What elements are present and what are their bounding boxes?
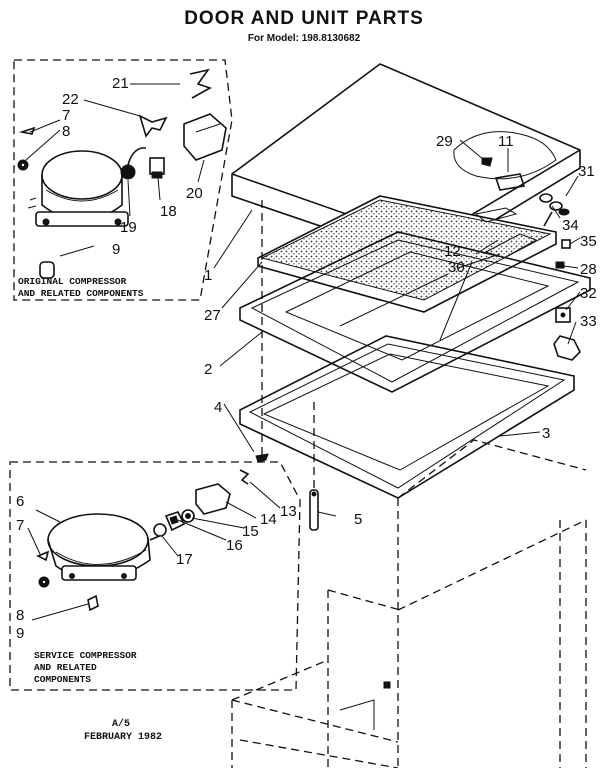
hinge-hardware-parts-31-34-35 bbox=[539, 193, 571, 269]
service-compressor-part-6 bbox=[47, 513, 165, 581]
callout-21: 21 bbox=[112, 75, 129, 92]
service-grommet-part-8 bbox=[38, 576, 50, 588]
callout-7-service: 7 bbox=[16, 517, 25, 534]
callout-30: 30 bbox=[448, 259, 465, 276]
service-compressor-caption-line-1: SERVICE COMPRESSOR bbox=[34, 650, 137, 661]
callout-13: 13 bbox=[280, 503, 297, 520]
callout-11: 11 bbox=[498, 133, 514, 150]
callout-14: 14 bbox=[260, 511, 277, 528]
relay-part-16 bbox=[164, 511, 186, 532]
callout-8-original: 8 bbox=[62, 123, 71, 140]
relay-part-19 bbox=[120, 147, 146, 180]
callout-18: 18 bbox=[160, 203, 177, 220]
original-compressor-box bbox=[13, 59, 233, 301]
service-clip-part-7 bbox=[36, 550, 50, 562]
callout-8-service: 8 bbox=[16, 607, 25, 624]
footer-date: FEBRUARY 1982 bbox=[84, 732, 163, 743]
callout-4: 4 bbox=[214, 399, 223, 416]
wire-part-21 bbox=[189, 68, 212, 99]
callout-29: 29 bbox=[436, 133, 453, 150]
sleeve-part-9-original bbox=[39, 261, 55, 279]
hinge-cover-part-29 bbox=[453, 131, 557, 191]
leader-lines bbox=[25, 83, 581, 621]
footer-page-code: A/5 bbox=[112, 719, 131, 730]
callout-28: 28 bbox=[580, 261, 597, 278]
callout-27: 27 bbox=[204, 307, 221, 324]
service-compressor-caption-line-3: COMPONENTS bbox=[34, 674, 92, 685]
service-compressor-caption-line-2: AND RELATED bbox=[34, 662, 97, 673]
service-sleeve-part-9 bbox=[87, 594, 99, 612]
callout-20: 20 bbox=[186, 185, 203, 202]
callout-1: 1 bbox=[204, 267, 213, 284]
hinge-part-5 bbox=[309, 400, 319, 531]
cover-part-14 bbox=[195, 483, 231, 515]
clip-part-13 bbox=[239, 469, 250, 485]
overload-part-18 bbox=[149, 157, 165, 179]
callout-12: 12 bbox=[444, 243, 461, 260]
callout-34: 34 bbox=[562, 217, 579, 234]
callout-35: 35 bbox=[580, 233, 597, 250]
cabinet-outline bbox=[231, 439, 587, 768]
overload-part-15 bbox=[181, 509, 195, 523]
callout-3: 3 bbox=[542, 425, 551, 442]
grommet-part-8 bbox=[17, 159, 29, 171]
callout-6: 6 bbox=[16, 493, 25, 510]
original-compressor-caption-line-1: ORIGINAL COMPRESSOR bbox=[18, 276, 127, 287]
callout-5: 5 bbox=[354, 511, 363, 528]
callout-33: 33 bbox=[580, 313, 597, 330]
callout-19: 19 bbox=[120, 219, 137, 236]
callout-9-service: 9 bbox=[16, 625, 25, 642]
service-part-17 bbox=[153, 523, 167, 537]
callout-15: 15 bbox=[242, 523, 259, 540]
page-title: DOOR AND UNIT PARTS bbox=[184, 8, 424, 29]
callout-2: 2 bbox=[204, 361, 213, 378]
callout-17: 17 bbox=[176, 551, 193, 568]
clip-part-22 bbox=[138, 114, 168, 138]
original-compressor-caption-line-2: AND RELATED COMPONENTS bbox=[18, 288, 144, 299]
gasket-part-3 bbox=[239, 335, 575, 499]
latch-part-33 bbox=[553, 335, 581, 361]
original-compressor bbox=[27, 150, 129, 227]
screw-part-4 bbox=[255, 200, 269, 463]
service-compressor-box bbox=[9, 461, 301, 691]
strike-part-32 bbox=[555, 307, 571, 323]
cabinet-bracket bbox=[339, 681, 391, 730]
callout-22: 22 bbox=[62, 91, 79, 108]
cover-part-20 bbox=[183, 113, 227, 161]
model-subtitle: For Model: 198.8130682 bbox=[247, 33, 361, 44]
callout-16: 16 bbox=[226, 537, 243, 554]
callout-31: 31 bbox=[578, 163, 595, 180]
callout-9-original: 9 bbox=[112, 241, 121, 258]
door-lid-part-1 bbox=[231, 63, 581, 263]
callout-7-original: 7 bbox=[62, 107, 71, 124]
callout-32: 32 bbox=[580, 285, 597, 302]
